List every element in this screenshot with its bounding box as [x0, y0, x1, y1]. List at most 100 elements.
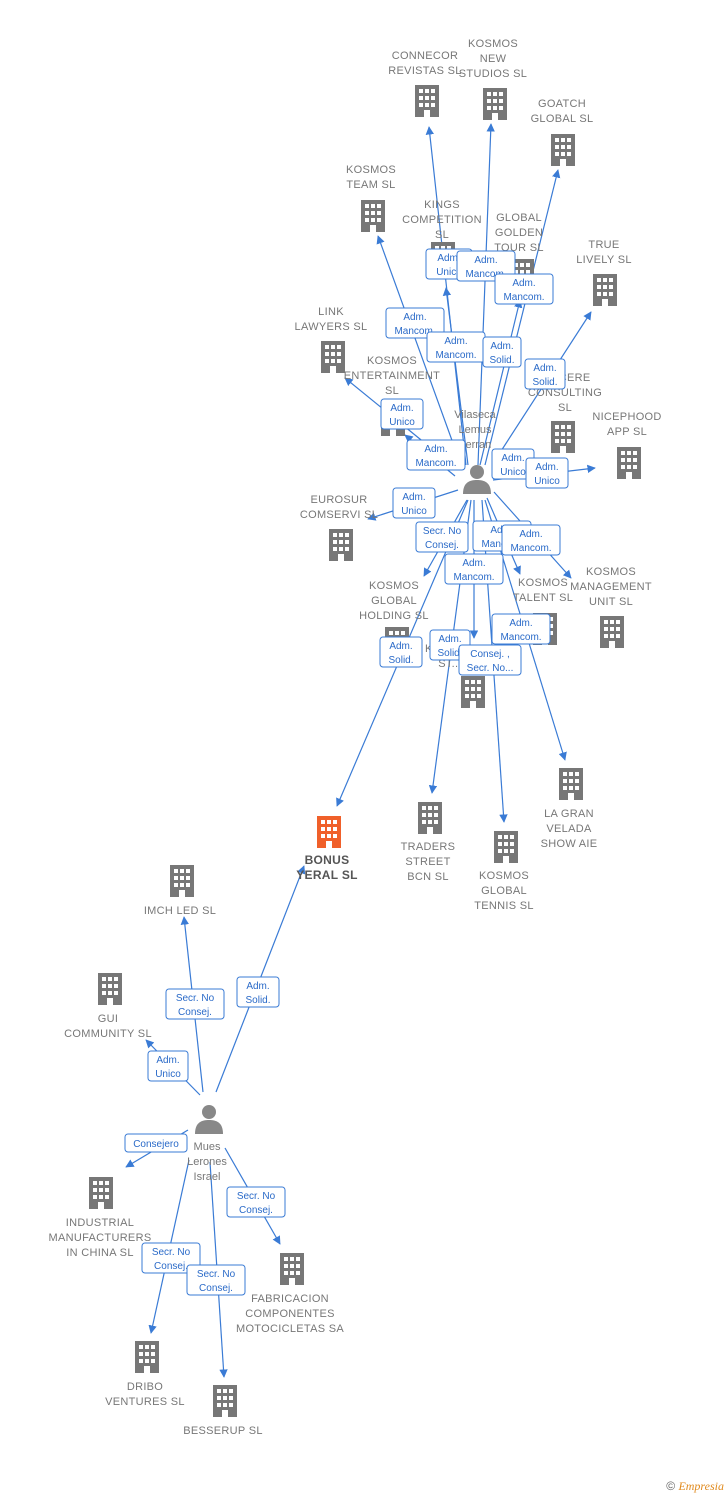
building-icon	[317, 816, 341, 848]
relation-label-box	[491, 613, 551, 645]
relation-label-text: Adm.	[490, 341, 513, 352]
building-icon	[280, 1253, 304, 1285]
company-node-lagran[interactable]: LA GRAN VELADA SHOW AIE	[541, 768, 598, 850]
company-node-imch[interactable]: IMCH LED SL	[144, 865, 216, 917]
company-goatch-label-line: GLOBAL SL	[531, 113, 594, 125]
company-goatch-label-line: GOATCH	[538, 98, 586, 110]
relation-label-text: Mancom.	[503, 292, 544, 303]
relation-label-box	[458, 644, 522, 676]
relation-label-text: Adm.	[474, 255, 497, 266]
relation-label[interactable]: Adm.Mancom.	[501, 524, 561, 556]
relation-label[interactable]: Adm.Solid.	[482, 336, 522, 368]
relation-label-text: Adm.	[509, 618, 532, 629]
edge-vila-to-globalgolden	[479, 299, 523, 466]
company-kosmosmgmt-label-line: MANAGEMENT	[570, 581, 652, 593]
relation-label[interactable]: Adm.Unico	[380, 398, 424, 430]
company-imch-label-line: IMCH LED SL	[144, 905, 216, 917]
relation-label-box	[186, 1264, 246, 1296]
relation-label-box	[380, 398, 424, 430]
relation-label-text: Mancom.	[415, 458, 456, 469]
company-industrial-label-line: INDUSTRIAL	[66, 1217, 134, 1229]
company-traders-label-line: TRADERS	[401, 841, 456, 853]
relation-label-text: Adm.	[402, 492, 425, 503]
company-kosmosglobal-label-line: GLOBAL	[371, 595, 417, 607]
relation-label-box	[124, 1133, 188, 1153]
company-gui-label-line: GUI	[98, 1013, 118, 1025]
edge-layer	[125, 123, 596, 1378]
company-lagran-label-line: SHOW AIE	[541, 838, 598, 850]
building-icon	[600, 616, 624, 648]
company-kosmostennis-label-line: TENNIS SL	[474, 900, 534, 912]
relation-label-box	[494, 273, 554, 305]
company-kings-label-line: COMPETITION	[402, 214, 482, 226]
relation-label[interactable]: Consejero	[124, 1133, 188, 1153]
relation-label[interactable]: Adm.Solid.	[236, 976, 280, 1008]
relation-label-text: Mancom.	[500, 632, 541, 643]
company-globalgolden-label-line: GLOBAL	[496, 212, 542, 224]
relation-label-layer: Adm.UnicoAdm.Mancom.Adm.Mancom.Adm.Manco…	[124, 248, 569, 1296]
relation-label[interactable]: Adm. Mancom.	[491, 613, 551, 645]
company-lagran-label-line: VELADA	[546, 823, 592, 835]
company-kosmosglobal-label-line: HOLDING SL	[359, 610, 429, 622]
company-gui-label-line: COMMUNITY SL	[64, 1028, 152, 1040]
company-bonus-label-line: YERAL SL	[296, 868, 358, 882]
company-industrial-label-line: MANUFACTURERS	[49, 1232, 152, 1244]
relation-label-box	[379, 636, 423, 668]
building-icon	[329, 529, 353, 561]
company-kosmosteam-label-line: KOSMOS	[346, 164, 396, 176]
relation-label[interactable]: Adm.Solid.	[524, 358, 566, 390]
relation-label[interactable]: Adm.Mancom.	[426, 331, 486, 363]
relation-label-box	[236, 976, 280, 1008]
edge-vila-to-kosmosnew	[477, 123, 495, 466]
relation-label-box	[165, 988, 225, 1020]
company-lagran-label-line: LA GRAN	[544, 808, 594, 820]
company-node-besserup[interactable]: BESSERUP SL	[183, 1385, 263, 1437]
person-vila-label-line: Vilaseca	[454, 409, 496, 421]
company-node-goatch[interactable]: GOATCH GLOBAL SL	[531, 98, 594, 166]
relation-label[interactable]: Adm.Mancom.	[444, 553, 504, 585]
company-dribo-label-line: VENTURES SL	[105, 1396, 185, 1408]
relation-label[interactable]: Adm.Mancom.	[406, 439, 466, 471]
relation-label[interactable]: Adm.Mancom.	[385, 307, 445, 339]
relation-label[interactable]: Adm.Unico	[147, 1050, 189, 1082]
relation-label[interactable]: Consej. ,Secr. No...	[458, 644, 522, 676]
company-eurosur-label-line: COMSERVI SL	[300, 509, 378, 521]
relation-label-text: Solid.	[388, 655, 413, 666]
company-node-gui[interactable]: GUI COMMUNITY SL	[64, 973, 152, 1040]
relation-label[interactable]: Adm.Unico	[392, 487, 436, 519]
company-kosmosmgmt-label-line: KOSMOS	[586, 566, 636, 578]
relation-label[interactable]: Adm.Unico	[491, 448, 535, 480]
company-kosmostalent-label-line: KOSMOS	[518, 577, 568, 589]
relation-label[interactable]: Adm.Solid.	[379, 636, 423, 668]
relation-label[interactable]: Adm.Mancom.	[494, 273, 554, 305]
relation-label[interactable]: Adm. Unico	[525, 457, 569, 489]
relation-label-text: Unico	[534, 476, 560, 487]
relation-label-text: Adm.	[535, 462, 558, 473]
